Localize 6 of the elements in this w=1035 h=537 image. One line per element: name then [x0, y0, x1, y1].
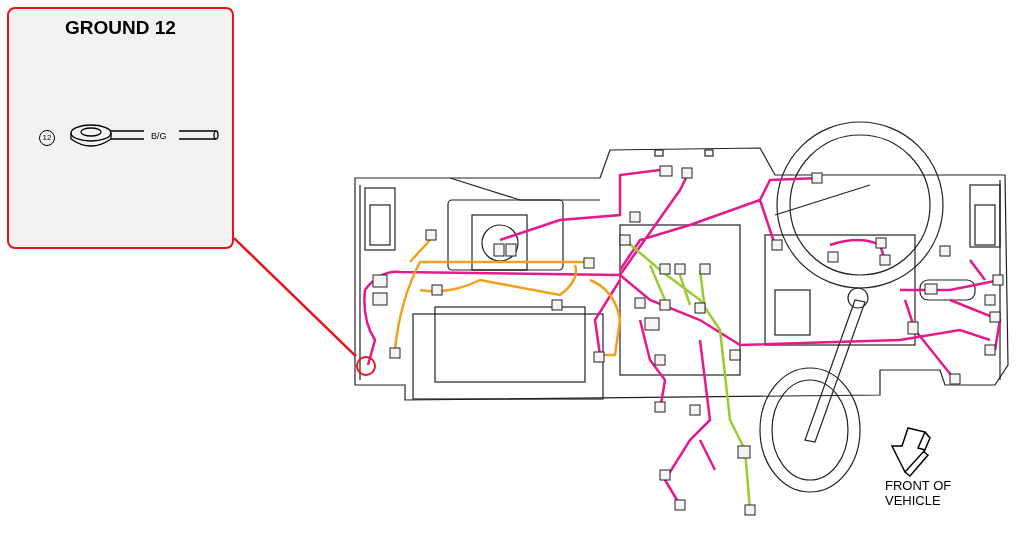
- inset-panel: [7, 7, 234, 249]
- inset-title: GROUND 12: [64, 17, 177, 39]
- direction-label: FRONT OF VEHICLE: [885, 478, 953, 508]
- wire-color-label: B/G: [151, 131, 167, 141]
- ground-point-circle: [356, 356, 376, 376]
- leader-line: [233, 237, 357, 358]
